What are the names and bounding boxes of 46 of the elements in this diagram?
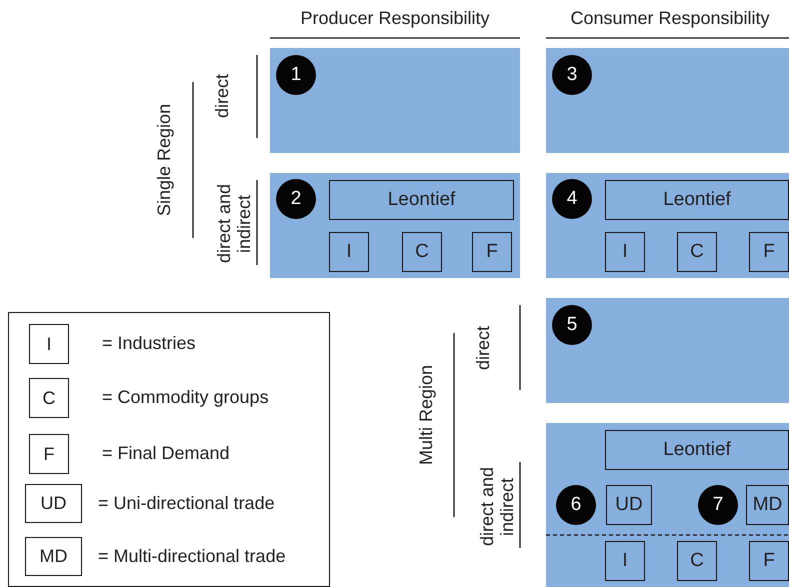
method-box: F <box>749 541 789 581</box>
number-badge: 5 <box>552 305 592 345</box>
row-heading: direct <box>212 73 233 120</box>
legend-panel <box>8 312 330 587</box>
legend-key-box: I <box>29 324 69 364</box>
method-box: F <box>472 232 512 272</box>
method-box: I <box>329 232 369 272</box>
legend-key-box: F <box>29 434 69 474</box>
number-badge: 4 <box>552 179 592 219</box>
method-box: I <box>605 541 645 581</box>
method-box: UD <box>606 485 652 525</box>
legend-key-label: = Multi-directional trade <box>98 546 286 566</box>
legend-key-box: MD <box>25 537 82 576</box>
method-box: Leontief <box>329 180 514 220</box>
method-box: C <box>677 541 717 581</box>
method-box: C <box>677 232 717 272</box>
method-panel <box>270 173 520 278</box>
legend-key-label: = Final Demand <box>102 443 230 464</box>
legend-key-box: C <box>29 378 69 418</box>
legend-key-label: = Commodity groups <box>102 387 269 408</box>
number-badge: 6 <box>556 485 596 525</box>
column-heading: Consumer Responsibility <box>570 8 770 28</box>
method-box: F <box>749 232 789 272</box>
legend-key-box: UD <box>25 484 82 523</box>
number-badge: 7 <box>698 485 738 525</box>
row-heading: Multi Region <box>416 364 437 468</box>
number-badge: 1 <box>276 55 316 95</box>
method-panel <box>546 423 789 587</box>
row-heading: direct and indirect <box>214 182 255 265</box>
method-box: Leontief <box>605 180 789 220</box>
legend-key-label: = Uni-directional trade <box>98 492 275 514</box>
method-panel <box>546 173 789 278</box>
row-heading: Single Region <box>154 102 175 218</box>
method-box: C <box>402 232 442 272</box>
row-heading: direct and indirect <box>477 465 518 548</box>
method-box: I <box>605 232 645 272</box>
method-panel <box>546 298 789 403</box>
number-badge: 3 <box>552 55 592 95</box>
method-panel <box>270 48 520 153</box>
row-heading: direct <box>473 325 494 372</box>
method-box: Leontief <box>605 430 789 470</box>
legend-key-label: = Industries <box>102 333 196 354</box>
column-heading: Producer Responsibility <box>300 8 490 28</box>
method-box: MD <box>746 485 789 525</box>
number-badge: 2 <box>276 179 316 219</box>
method-panel <box>546 48 789 153</box>
